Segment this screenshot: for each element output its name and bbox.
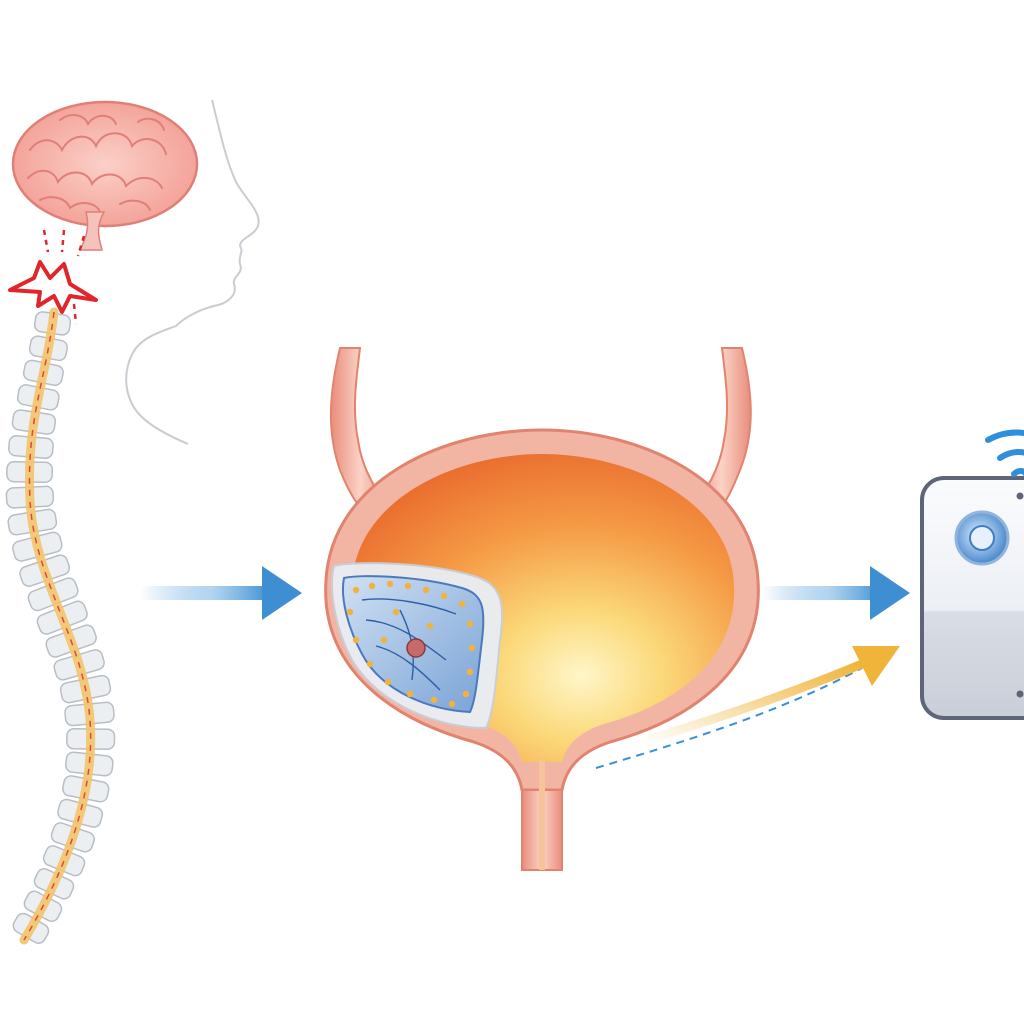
spinal-column — [5, 311, 116, 944]
sensor-dot — [466, 620, 474, 628]
wifi-signal-icon — [985, 429, 1024, 477]
arrow-nerve-to-bladder — [140, 566, 302, 620]
sensor-dots — [346, 580, 476, 708]
sensor-dot — [352, 586, 360, 594]
sensor-dot — [448, 700, 456, 708]
sensor-dot — [392, 608, 400, 616]
sensor-dot — [380, 636, 388, 644]
sensor-dot — [404, 582, 412, 590]
sensor-dot — [366, 660, 374, 668]
sensor-lens-icon — [954, 510, 1010, 566]
sensor-dot — [406, 690, 414, 698]
sensor-dot — [368, 582, 376, 590]
head-profile-outline — [125, 99, 260, 445]
implanted-sensor-patch — [331, 562, 504, 730]
sensor-dot — [422, 586, 430, 594]
sensor-dot — [462, 690, 470, 698]
sensor-dot — [458, 600, 466, 608]
sensor-dot — [352, 636, 360, 644]
sensor-dot — [426, 622, 434, 630]
sensor-dot — [430, 696, 438, 704]
spinal-cord — [19, 307, 96, 945]
brain-icon — [11, 100, 199, 251]
sensor-dot — [466, 668, 474, 676]
lightning-signal-icon — [8, 229, 98, 325]
sensor-dot — [468, 644, 476, 652]
sensor-dot — [384, 678, 392, 686]
arrow-sensor-to-device — [595, 646, 900, 769]
sensor-dot — [386, 580, 394, 588]
arrow-bladder-to-device — [762, 566, 910, 620]
sensor-dot — [346, 608, 354, 616]
sensor-dot — [440, 592, 448, 600]
